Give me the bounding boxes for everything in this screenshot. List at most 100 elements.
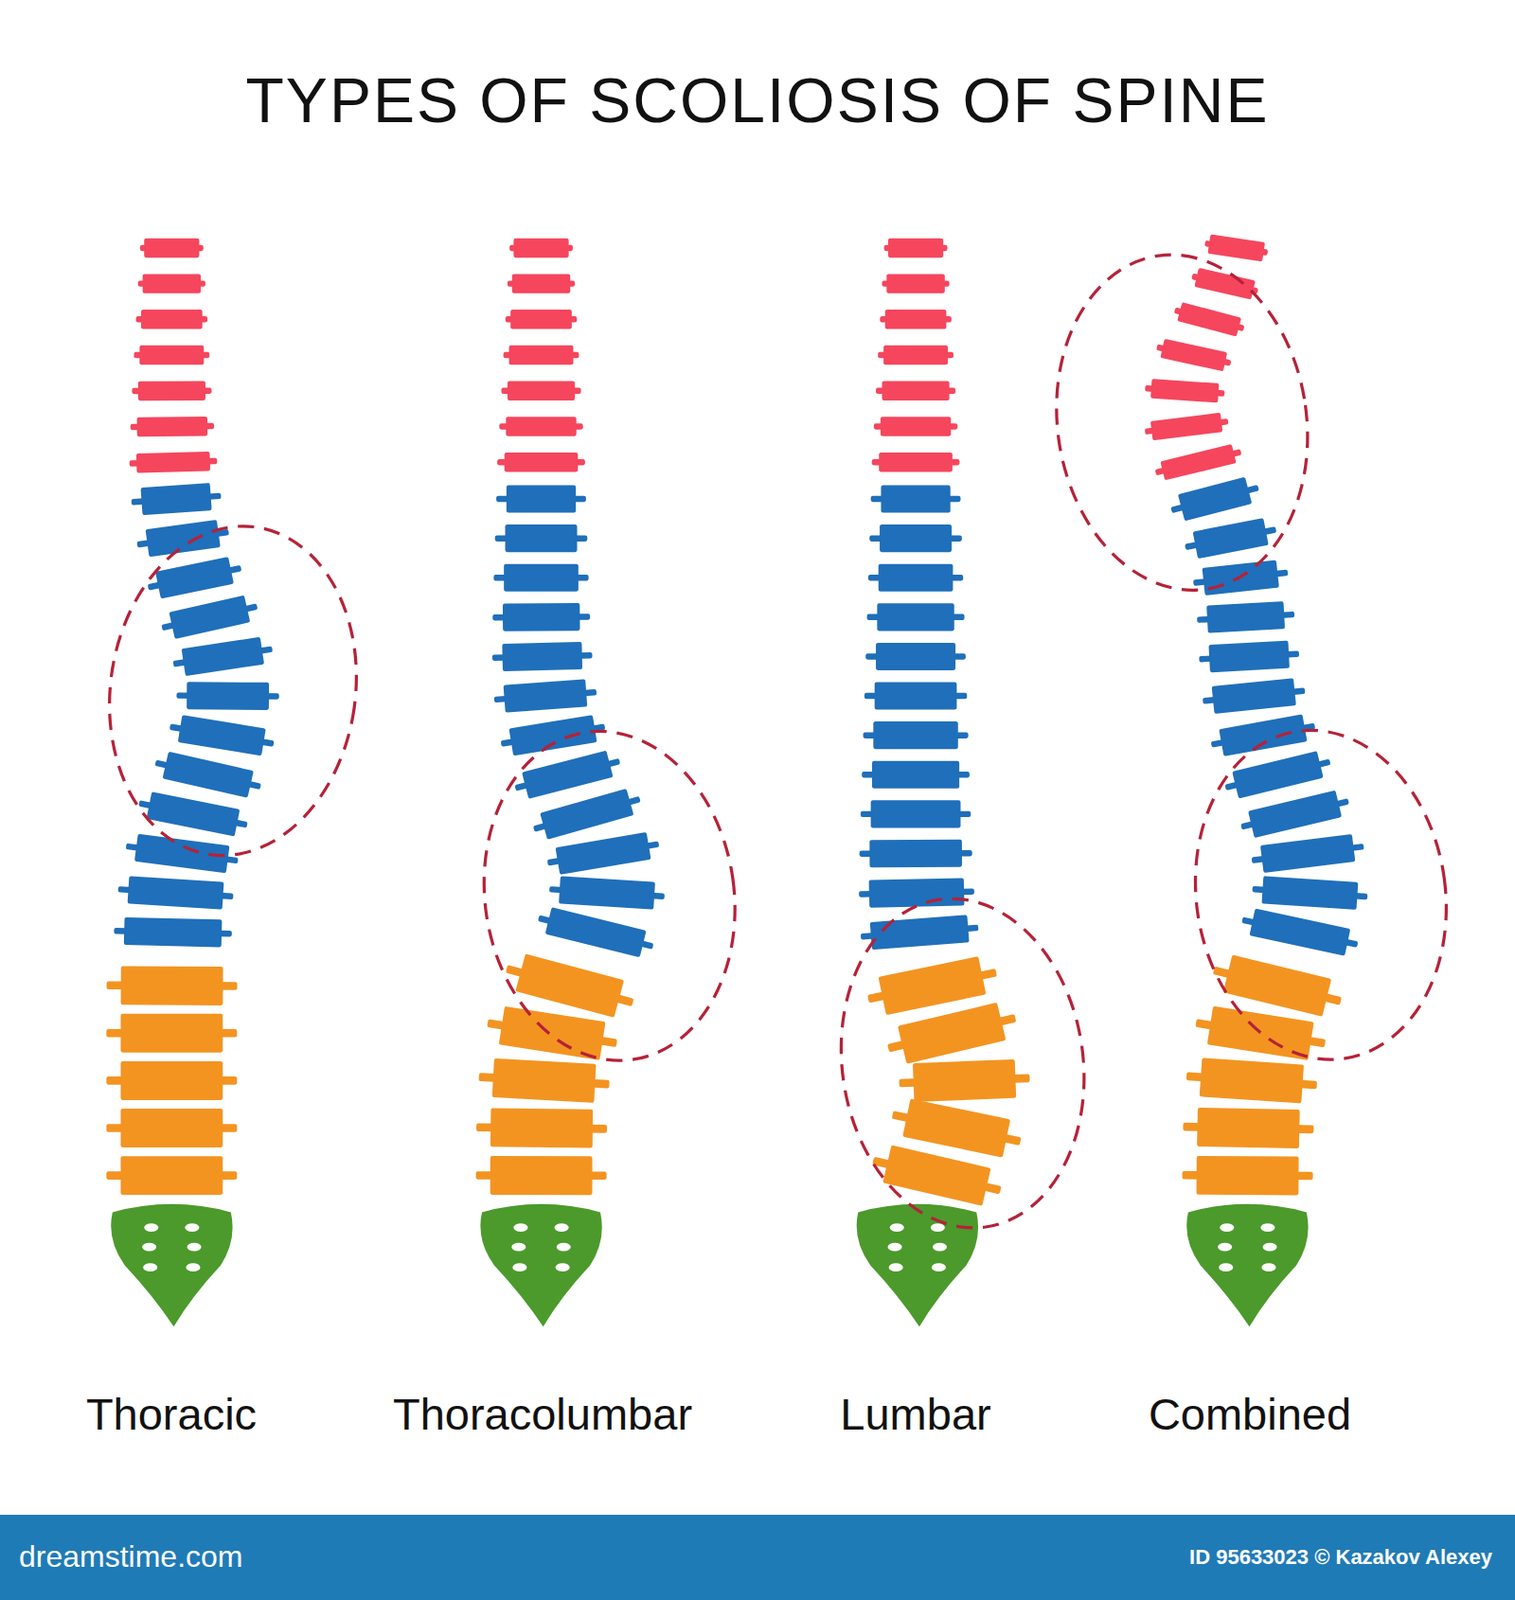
sacrum-shape	[110, 1204, 232, 1327]
vertebra	[1251, 875, 1369, 911]
vertebral-body	[1150, 378, 1219, 403]
vertebra	[868, 564, 963, 592]
vertebral-body	[1196, 1156, 1300, 1196]
vertebral-body	[897, 1002, 1006, 1065]
vertebral-body	[912, 1059, 1016, 1103]
vertebra	[860, 800, 971, 828]
vertebra	[476, 1107, 607, 1149]
vertebra	[138, 273, 206, 293]
sacral-foramen	[143, 1223, 159, 1232]
vertebral-body	[134, 834, 230, 874]
vertebral-body	[490, 1156, 593, 1195]
vertebra	[1185, 1056, 1319, 1105]
vertebral-body	[155, 556, 234, 599]
curve-region	[1174, 713, 1467, 1076]
vertebral-body	[513, 238, 569, 258]
vertebra	[877, 345, 954, 365]
vertebral-body	[1206, 601, 1285, 634]
sacral-foramen	[1263, 1243, 1278, 1252]
vertebral-body	[120, 1108, 223, 1148]
vertebral-body	[880, 416, 951, 436]
vertebral-body	[1193, 517, 1269, 559]
vertebral-body	[509, 345, 574, 365]
vertebra	[507, 273, 575, 293]
vertebral-body	[120, 1156, 223, 1195]
curve-region	[89, 510, 378, 873]
vertebra	[500, 381, 581, 401]
vertebral-body	[168, 595, 250, 640]
vertebra	[493, 564, 589, 592]
vertebra	[1182, 516, 1279, 561]
vertebra	[512, 748, 624, 803]
vertebra	[503, 345, 580, 365]
vertebral-body	[1261, 875, 1358, 910]
sacral-foramen	[512, 1263, 527, 1272]
vertebral-body	[869, 877, 965, 908]
vertebra	[1172, 301, 1247, 339]
sacral-foramen	[930, 1223, 945, 1232]
vertebral-body	[127, 875, 225, 909]
vertebra	[495, 524, 589, 553]
vertebral-body	[881, 381, 949, 401]
vertebra	[1203, 233, 1269, 263]
vertebra	[548, 875, 665, 911]
vertebral-body	[876, 603, 954, 631]
sacrum-shape	[856, 1204, 979, 1327]
vertebra	[476, 1156, 607, 1195]
vertebra	[492, 641, 593, 673]
vertebra	[159, 592, 261, 642]
sacral-foramen	[142, 1263, 158, 1272]
vertebra	[106, 1061, 237, 1101]
curve-region	[463, 714, 756, 1077]
vertebral-body	[504, 452, 579, 472]
vertebral-body	[871, 800, 962, 828]
vertebral-body	[1247, 790, 1342, 838]
vertebra	[881, 273, 949, 293]
vertebral-body	[886, 273, 945, 293]
vertebra	[1201, 677, 1307, 715]
vertebral-body	[141, 309, 203, 329]
vertebral-body	[1159, 444, 1236, 481]
vertebral-body	[503, 678, 589, 713]
vertebra	[106, 1156, 237, 1195]
vertebra	[530, 785, 644, 843]
watermark: dreamstime.com	[18, 1539, 244, 1575]
vertebra	[864, 682, 967, 711]
vertebral-body	[120, 1061, 223, 1101]
vertebra	[1153, 442, 1244, 482]
vertebral-body	[1260, 834, 1355, 874]
sacral-foramen	[511, 1243, 526, 1252]
sacral-foramen	[554, 1223, 570, 1232]
vertebral-body	[1207, 234, 1266, 263]
vertebra	[872, 452, 961, 472]
vertebral-body	[1177, 477, 1252, 522]
vertebral-body	[869, 839, 963, 869]
vertebra	[133, 345, 210, 365]
sacrum	[1186, 1204, 1308, 1327]
vertebra	[124, 832, 240, 874]
spine	[106, 238, 280, 1327]
vertebra	[1190, 267, 1261, 302]
vertebral-body	[873, 721, 958, 749]
vertebral-body	[878, 564, 954, 592]
sacral-foramen	[513, 1223, 528, 1232]
vertebral-body	[888, 238, 944, 258]
vertebral-body	[1223, 955, 1332, 1017]
vertebral-body	[509, 714, 598, 756]
vertebral-body	[505, 524, 578, 553]
vertebra	[106, 965, 237, 1006]
vertebral-body	[499, 1006, 606, 1061]
sacrum-shape	[1186, 1204, 1308, 1327]
vertebral-body	[505, 416, 576, 436]
vertebra	[176, 681, 280, 711]
sacral-foramen	[142, 1243, 157, 1252]
sacral-foramen	[1260, 1223, 1275, 1232]
spine	[1143, 233, 1369, 1327]
vertebra	[1181, 1156, 1313, 1196]
vertebra	[1209, 712, 1318, 759]
vertebra	[859, 913, 980, 951]
vertebra	[1222, 748, 1334, 802]
vertebra	[898, 1058, 1031, 1103]
vertebra	[1195, 600, 1295, 634]
vertebral-body	[521, 750, 614, 800]
